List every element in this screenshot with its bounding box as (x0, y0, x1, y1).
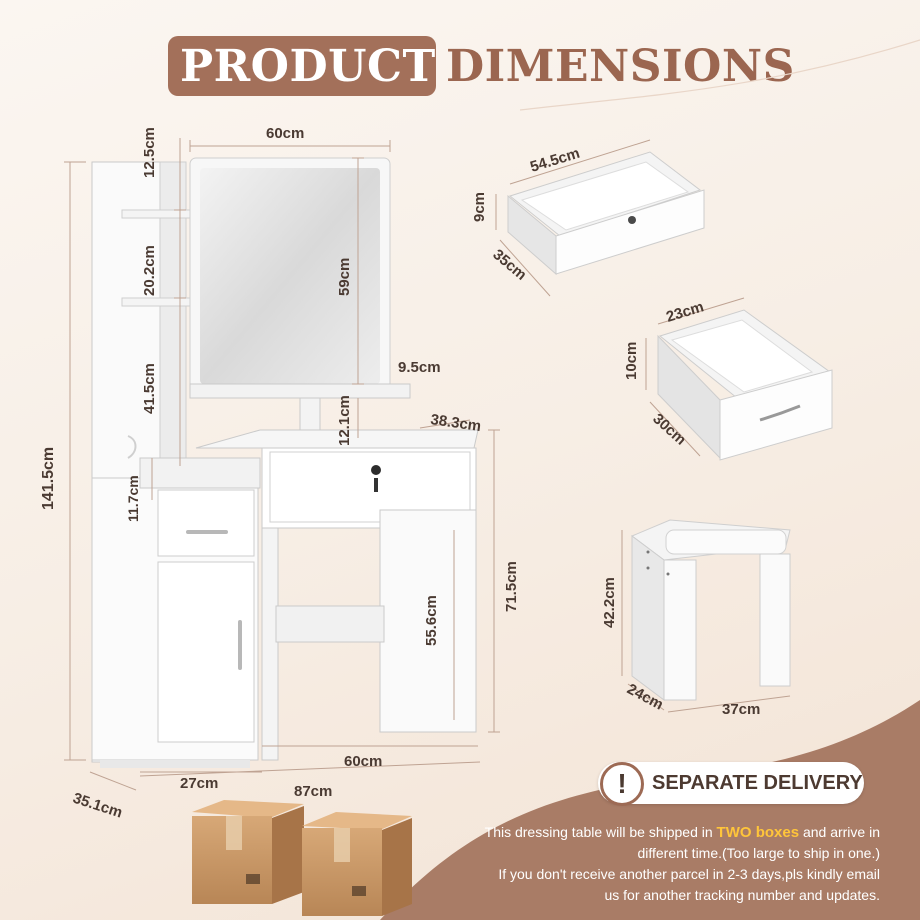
lock-icon (371, 465, 381, 475)
dim-small-drawer-width: 23cm (664, 298, 706, 325)
dim-ledge-depth: 9.5cm (398, 359, 441, 376)
delivery-notice: This dressing table will be shipped in T… (410, 822, 880, 906)
dim-mirror-height: 59cm (336, 258, 353, 296)
dim-shelf-low: 41.5cm (141, 363, 158, 414)
dim-stool-width: 37cm (722, 701, 760, 718)
dim-shelf-top: 12.5cm (141, 127, 158, 178)
dim-large-drawer-width: 54.5cm (528, 145, 582, 176)
desk-leg-left (261, 527, 279, 761)
dim-large-drawer-height: 9cm (471, 192, 488, 222)
warning-icon: ! (600, 762, 644, 806)
dim-riser-height: 12.1cm (336, 395, 353, 446)
dim-total-width: 87cm (294, 783, 332, 800)
notice-highlight: TWO boxes (716, 824, 800, 841)
dim-small-drawer-height: 10cm (623, 342, 640, 380)
dim-desk-depth: 38.3cm (429, 411, 482, 435)
dim-mirror-width: 60cm (266, 125, 304, 142)
dim-cabinet-width: 27cm (180, 775, 218, 792)
notice-line-1-post: and arrive in (799, 824, 880, 840)
cabinet-top (139, 457, 261, 489)
dim-total-height: 141.5cm (40, 447, 57, 510)
dim-desk-height: 71.5cm (503, 561, 520, 612)
separate-delivery-label: SEPARATE DELIVERY (652, 772, 863, 794)
stool-illustration (631, 519, 791, 701)
dim-desk-width: 60cm (344, 753, 382, 770)
mirror-ledge (189, 383, 411, 399)
notice-line-2: different time.(Too large to ship in one… (637, 845, 880, 861)
notice-line-3: If you don't receive another parcel in 2… (498, 866, 880, 882)
dim-large-drawer-depth: 35cm (489, 246, 529, 284)
bottom-wave (380, 700, 920, 920)
title-highlight-box (168, 36, 436, 96)
dim-cabinet-depth: 35.1cm (71, 790, 125, 822)
dim-stool-height: 42.2cm (601, 577, 618, 628)
title-highlight-text: PRODUCT (180, 41, 436, 92)
page-title (0, 36, 920, 96)
notice-line-4: us for another tracking number and updat… (604, 887, 880, 903)
dim-side-drawer-height: 11.7cm (125, 475, 141, 522)
shipping-box-2 (302, 812, 412, 916)
small-drawer-illustration (657, 309, 833, 461)
notice-line-1-pre: This dressing table will be shipped in (484, 824, 717, 840)
mirror-glass (200, 168, 380, 384)
large-drawer-illustration (507, 151, 705, 276)
notice-line-1: This dressing table will be shipped in T… (410, 822, 880, 843)
top-wave-line (519, 39, 920, 111)
vanity-dimension-lines (64, 138, 500, 791)
dim-leg-height: 55.6cm (423, 595, 440, 646)
desk-leg-right (379, 509, 477, 733)
shipping-box-1 (192, 800, 304, 904)
dim-shelf-mid: 20.2cm (141, 245, 158, 296)
side-drawer (157, 489, 255, 557)
desk-crossbar (275, 605, 385, 643)
